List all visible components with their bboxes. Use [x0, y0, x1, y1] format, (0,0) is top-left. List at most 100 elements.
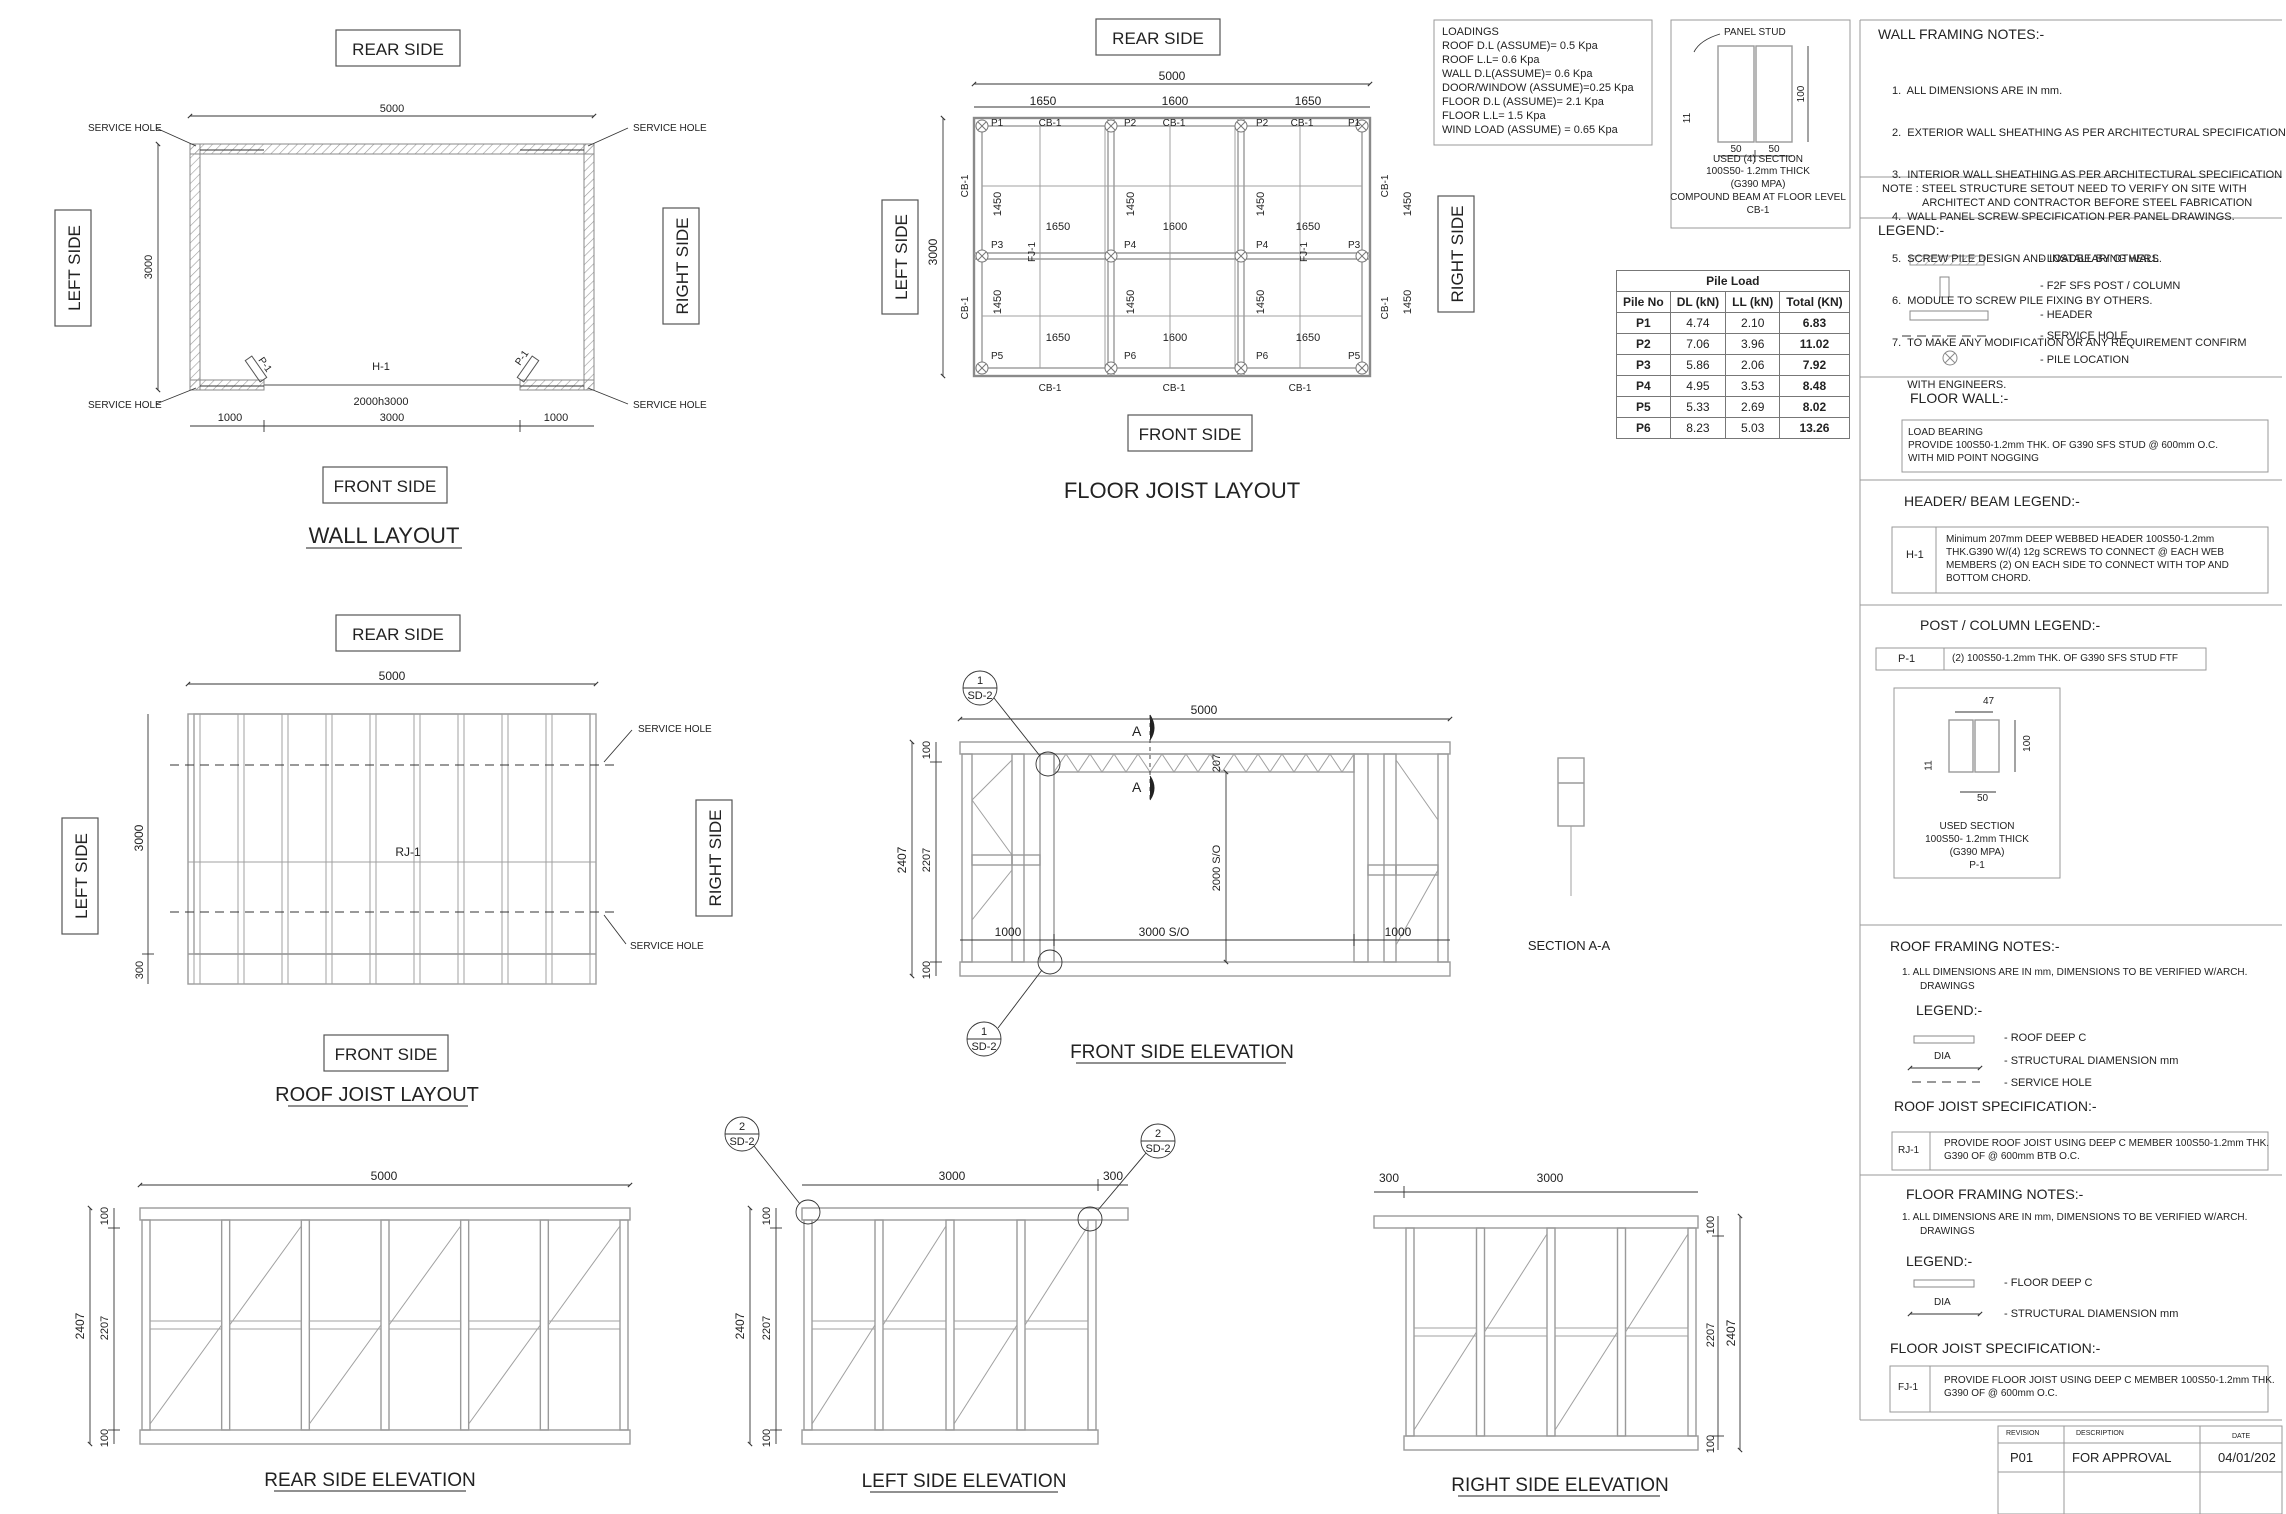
wall-layout-title: WALL LAYOUT — [309, 523, 460, 548]
table-cell: 6.83 — [1779, 312, 1850, 334]
pile-label: P5 — [1348, 351, 1361, 362]
rear-wall — [189, 143, 595, 155]
loadings-frame — [1433, 19, 1653, 146]
roof-joist — [193, 713, 201, 985]
panel-caption: COMPOUND BEAM AT FLOOR LEVEL — [1670, 192, 1846, 203]
wall-note: 2. EXTERIOR WALL SHEATHING AS PER ARCHIT… — [1892, 127, 2286, 139]
nogging — [1011, 854, 1041, 866]
left-side-box — [54, 209, 92, 327]
dim-half: 1450 — [1255, 290, 1267, 314]
dim-bottom: 100 — [761, 1429, 773, 1447]
service-hole-label: SERVICE HOLE — [630, 941, 704, 952]
loadbearing-wall-symbol — [1909, 255, 1985, 266]
wall-brace — [1024, 1225, 1089, 1326]
loading-line: WIND LOAD (ASSUME) = 0.65 Kpa — [1442, 124, 1619, 136]
wall-nogging — [811, 1320, 876, 1330]
post-code: P-1 — [1898, 653, 1916, 665]
post-text: (2) 100S50-1.2mm THK. OF G390 SFS STUD F… — [1952, 653, 2178, 664]
beam-label: CB-1 — [1163, 383, 1186, 394]
detail-number: 1 — [981, 1026, 987, 1038]
panel-caption: CB-1 — [1747, 205, 1770, 216]
right-side-box — [695, 799, 733, 917]
stud-section — [1755, 45, 1793, 143]
wall-note: 4. WALL PANEL SCREW SPECIFICATION PER PA… — [1892, 211, 2235, 223]
table-cell: 2.69 — [1725, 396, 1781, 418]
stud-dim: 50 — [1768, 144, 1780, 155]
wall-stud — [539, 1219, 550, 1431]
floor-notes-title: FLOOR FRAMING NOTES:- — [1906, 1186, 2084, 1202]
wall-brace — [468, 1324, 541, 1425]
dim-half: 1450 — [1402, 192, 1414, 216]
pile-label: P1 — [991, 118, 1004, 129]
leader — [587, 127, 629, 147]
table-cell: 5.86 — [1669, 354, 1727, 376]
legend-item: - PILE LOCATION — [2040, 354, 2130, 366]
post-legend-title: POST / COLUMN LEGEND:- — [1920, 617, 2101, 633]
table-cell: 13.26 — [1779, 417, 1850, 439]
header-label: H-1 — [372, 361, 390, 373]
beam-label: CB-1 — [960, 174, 971, 197]
post-dim: 100 — [2021, 735, 2033, 752]
wall-note: 3. INTERIOR WALL SHEATHING AS PER ARCHIT… — [1892, 169, 2283, 181]
wall-nogging — [468, 1320, 541, 1330]
dim-top: 100 — [99, 1207, 111, 1225]
table-header: Pile No — [1616, 291, 1671, 313]
dim-bay: 1650 — [1296, 221, 1320, 233]
detail-number: 2 — [1155, 1128, 1161, 1140]
wall-notes-title: WALL FRAMING NOTES:- — [1878, 26, 2045, 42]
loading-line: WALL D.L(ASSUME)= 0.6 Kpa — [1442, 68, 1593, 80]
pile-location-x — [1236, 363, 1246, 373]
wall-brace — [388, 1225, 462, 1326]
wall-stud — [874, 1219, 884, 1431]
wall-brace — [1484, 1233, 1548, 1333]
pile-location-x — [1357, 363, 1367, 373]
service-hole-label: SERVICE HOLE — [633, 400, 707, 411]
post-section-box — [1893, 687, 2061, 879]
legend-item: - F2F SFS POST / COLUMN — [2040, 280, 2181, 292]
pile-location-x — [1106, 251, 1116, 261]
dim-top: 100 — [921, 741, 933, 759]
wall-stud — [380, 1219, 390, 1431]
dia-label: DIA — [1934, 1297, 1951, 1308]
floor-spec-line: G390 OF @ 600mm O.C. — [1944, 1388, 2058, 1399]
floor-frame — [972, 116, 1372, 378]
dim-total-h: 2407 — [733, 1312, 747, 1339]
table-row: P4 4.95 3.53 8.48 — [1616, 375, 1850, 397]
section-aa-title: SECTION A-A — [1528, 938, 1611, 953]
table-cell: 7.92 — [1779, 354, 1850, 376]
bottom-plate — [801, 1429, 1099, 1445]
wall-brace — [1413, 1331, 1477, 1431]
right-side-label: RIGHT SIDE — [706, 810, 725, 907]
section-mark: A — [1132, 779, 1142, 795]
front-side-label: FRONT SIDE — [335, 1045, 438, 1064]
roof-joist — [369, 713, 377, 985]
legend-item: - HEADER — [2040, 309, 2093, 321]
wall-stud — [1546, 1227, 1556, 1437]
table-cell: 2.10 — [1725, 312, 1781, 334]
table-cell: 11.02 — [1779, 333, 1850, 355]
stud — [961, 753, 973, 963]
wall-nogging — [388, 1320, 462, 1330]
roof-note: DRAWINGS — [1920, 981, 1975, 992]
roof-joist — [237, 713, 245, 985]
right-side-box — [1437, 195, 1475, 313]
stud-dim: 100 — [1796, 85, 1807, 102]
brace — [1395, 869, 1439, 946]
dim-width: 5000 — [379, 669, 406, 683]
pile-label: P4 — [1124, 240, 1137, 251]
floor-joist-layout: REAR SIDE FRONT SIDE LEFT SIDE RIGHT SID… — [881, 18, 1475, 503]
bottom-plate — [1403, 1435, 1699, 1451]
dim-bay: 1650 — [1046, 221, 1070, 233]
floor-deep-c-symbol — [1913, 1279, 1975, 1288]
opening-label: 2000h3000 — [353, 396, 408, 408]
post-caption: USED SECTION 100S50- 1.2mm THICK (G390 M… — [1894, 820, 2060, 872]
pile-label: P4 — [1256, 240, 1269, 251]
table-row: P2 7.06 3.96 11.02 — [1616, 333, 1850, 355]
stud — [1383, 753, 1397, 963]
wall-brace — [308, 1324, 382, 1425]
roof-note: 1. ALL DIMENSIONS ARE IN mm, DIMENSIONS … — [1902, 967, 2248, 978]
wall-brace — [953, 1324, 1018, 1425]
post-caption-line: 100S50- 1.2mm THICK — [1925, 834, 2029, 845]
post-label: P-1 — [256, 355, 274, 374]
detail-circle — [1077, 1206, 1103, 1232]
